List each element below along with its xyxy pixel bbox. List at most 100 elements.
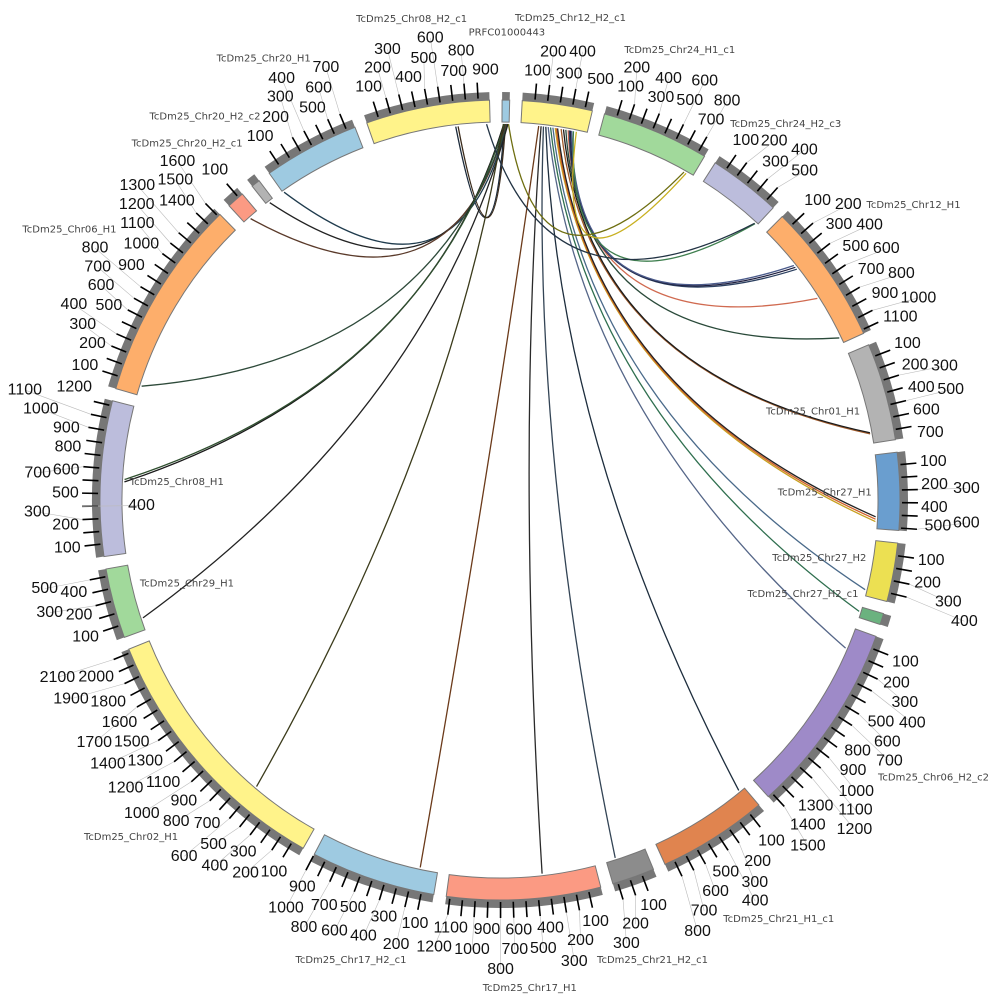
segment-block[interactable] bbox=[115, 213, 237, 396]
segment-block[interactable] bbox=[606, 848, 655, 885]
tick-label: 800 bbox=[448, 43, 475, 60]
synteny-link bbox=[283, 123, 508, 245]
tick-label: 200 bbox=[567, 932, 594, 949]
segment-TcDm25_Chr08_H2_c1[interactable] bbox=[364, 82, 491, 145]
tick-label: 900 bbox=[872, 285, 899, 302]
segment-TcDm25_Chr21_H2_c1[interactable] bbox=[606, 848, 657, 900]
segment-PRFC01000443[interactable] bbox=[501, 92, 511, 123]
tick-mark bbox=[641, 875, 649, 892]
tick-label: 1200 bbox=[119, 196, 155, 213]
segment-TcDm25_Chr20_H1[interactable] bbox=[264, 113, 364, 192]
synteny-link bbox=[549, 127, 860, 612]
label-leader-line bbox=[851, 725, 890, 762]
label-leader-line bbox=[871, 690, 913, 724]
label-leader-line bbox=[460, 51, 465, 84]
tick-mark bbox=[790, 776, 804, 789]
segment-TcDm25_Chr06_H1[interactable] bbox=[102, 202, 237, 396]
segment-block[interactable] bbox=[752, 628, 877, 798]
segment-name-label: TcDm25_Chr06_H1 bbox=[21, 224, 116, 235]
tick-label: 1200 bbox=[837, 821, 873, 838]
segment-TcDm25_Chr17_H2_c1[interactable] bbox=[305, 834, 439, 910]
segment-block[interactable] bbox=[105, 564, 146, 639]
tick-label: 900 bbox=[289, 878, 316, 895]
label-leader-line bbox=[100, 285, 128, 311]
label-leader-line bbox=[141, 781, 192, 814]
segment-block[interactable] bbox=[702, 162, 774, 225]
tick-mark bbox=[473, 901, 476, 918]
tick-mark bbox=[883, 374, 900, 381]
segment-block[interactable] bbox=[313, 834, 439, 896]
tick-label: 1000 bbox=[838, 783, 874, 800]
segment-block[interactable] bbox=[228, 193, 258, 223]
tick-mark bbox=[807, 757, 822, 769]
segment-TcDm25_Chr12_H1[interactable] bbox=[765, 210, 879, 344]
segment-TcDm25_Chr01_H1[interactable] bbox=[847, 341, 912, 444]
segment-block[interactable] bbox=[865, 540, 899, 603]
label-leader-line bbox=[877, 678, 906, 703]
tick-label: 1000 bbox=[23, 400, 59, 417]
segment-block[interactable] bbox=[445, 865, 602, 901]
segment-TcDm25_Chr20_H2_c2[interactable] bbox=[247, 174, 274, 205]
segment-TcDm25_Chr20_H2_c1[interactable] bbox=[223, 183, 258, 223]
label-leader-line bbox=[73, 304, 117, 335]
segment-name-label: TcDm25_Chr17_H2_c1 bbox=[294, 955, 406, 966]
tick-mark bbox=[195, 212, 209, 225]
segment-TcDm25_Chr24_H1_c1[interactable] bbox=[598, 99, 709, 176]
tick-mark bbox=[111, 345, 127, 353]
label-leader-line bbox=[812, 204, 849, 224]
segment-TcDm25_Chr27_H1[interactable] bbox=[874, 451, 918, 532]
tick-mark bbox=[84, 543, 101, 547]
segment-TcDm25_Chr02_H1[interactable] bbox=[113, 640, 315, 858]
segment-block[interactable] bbox=[874, 451, 901, 532]
label-leader-line bbox=[898, 365, 945, 376]
tick-label: 600 bbox=[505, 921, 532, 938]
tick-label: 700 bbox=[24, 464, 51, 481]
segment-TcDm25_Chr29_H1[interactable] bbox=[89, 564, 146, 641]
segment-TcDm25_Chr27_H2[interactable] bbox=[865, 540, 915, 604]
segment-block[interactable] bbox=[520, 100, 593, 133]
segment-block[interactable] bbox=[251, 179, 274, 205]
tick-label: 100 bbox=[402, 915, 429, 932]
segment-TcDm25_Chr12_H2_c1[interactable] bbox=[520, 83, 595, 133]
tick-mark bbox=[106, 357, 123, 365]
tick-label: 1500 bbox=[158, 172, 194, 189]
segments-layer bbox=[82, 82, 918, 919]
label-leader-line bbox=[705, 863, 716, 892]
segment-TcDm25_Chr06_H2_c2[interactable] bbox=[752, 628, 889, 807]
tick-label: 400 bbox=[350, 928, 377, 945]
tick-label: 200 bbox=[914, 575, 941, 592]
segment-block[interactable] bbox=[268, 126, 364, 192]
synteny-link bbox=[572, 131, 756, 262]
label-leader-line bbox=[70, 683, 125, 700]
segment-block[interactable] bbox=[598, 113, 706, 176]
tick-mark bbox=[365, 880, 373, 897]
segment-TcDm25_Chr08_H1[interactable] bbox=[82, 398, 135, 558]
segment-block[interactable] bbox=[501, 99, 511, 123]
segment-TcDm25_Chr24_H2_c3[interactable] bbox=[702, 154, 779, 225]
tick-label: 500 bbox=[530, 940, 557, 957]
segment-block[interactable] bbox=[99, 400, 135, 558]
segment-block[interactable] bbox=[366, 99, 491, 145]
segment-TcDm25_Chr27_H2_c1[interactable] bbox=[858, 606, 892, 627]
segment-block[interactable] bbox=[655, 787, 760, 866]
tick-mark bbox=[460, 900, 464, 917]
tick-label: 500 bbox=[937, 381, 964, 398]
segment-block[interactable] bbox=[858, 606, 885, 626]
segment-TcDm25_Chr21_H1_c1[interactable] bbox=[655, 787, 765, 877]
tick-mark bbox=[893, 412, 910, 418]
tick-mark bbox=[746, 170, 758, 184]
segment-TcDm25_Chr17_H1[interactable] bbox=[445, 865, 603, 919]
segment-block[interactable] bbox=[847, 344, 896, 444]
segment-axis-band bbox=[98, 568, 125, 641]
tick-label: 1200 bbox=[416, 938, 452, 955]
segment-block[interactable] bbox=[128, 640, 315, 849]
tick-label: 400 bbox=[537, 920, 564, 937]
tick-mark bbox=[423, 88, 429, 105]
tick-label: 300 bbox=[826, 216, 853, 233]
segment-block[interactable] bbox=[765, 215, 865, 344]
tick-mark bbox=[476, 82, 479, 99]
tick-label: 1700 bbox=[76, 734, 112, 751]
tick-mark bbox=[116, 333, 132, 341]
tick-mark bbox=[696, 849, 707, 865]
tick-mark bbox=[199, 779, 213, 793]
